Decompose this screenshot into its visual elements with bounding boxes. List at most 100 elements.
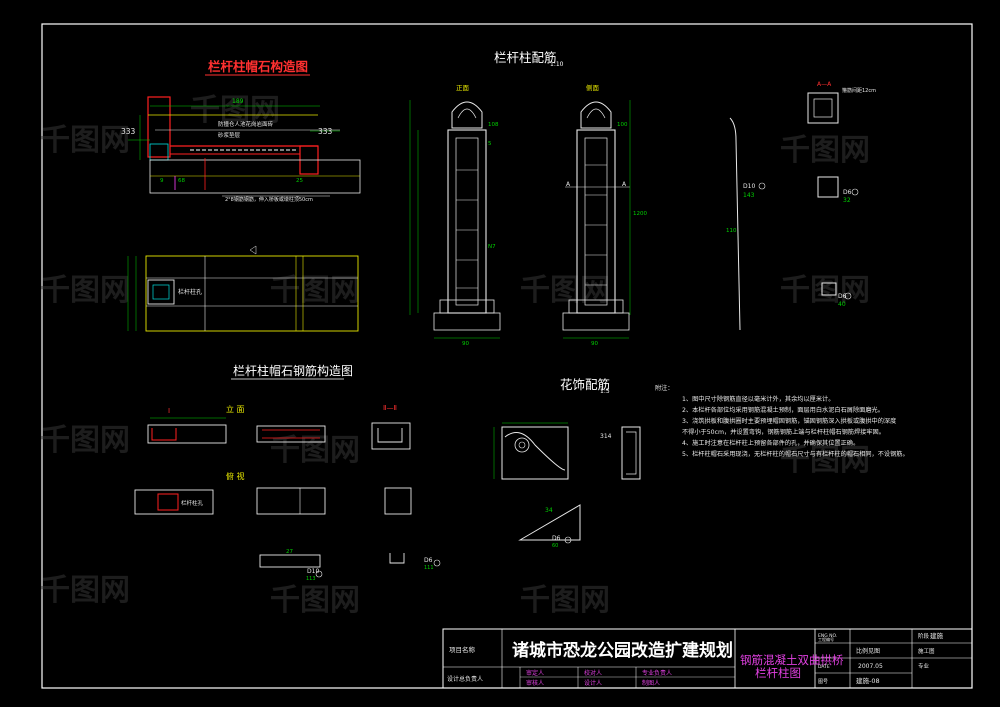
cap-rebar-111: 111: [424, 565, 434, 571]
title-ornament-rebar: 花饰配筋: [560, 377, 610, 392]
title-post-rebar-scale: 1:10: [550, 61, 564, 68]
watermark-layer: 千图网 千图网 千图网 千图网 千图网 千图网 千图网 千图网 千图网 千图网 …: [40, 93, 870, 618]
watermark-8: 千图网: [270, 583, 360, 618]
tb-sheet-no-label: 工程编号: [818, 636, 834, 642]
tb-project-name: 诸城市恐龙公园改造扩建规划: [512, 640, 733, 661]
title-ornament-scale: 1:5: [600, 388, 610, 395]
rebar-32-label: 32: [843, 197, 851, 204]
post-front-dim-108: 108: [488, 122, 499, 128]
cap-label-mid: 砂浆垫层: [218, 131, 241, 139]
notes-item-4: 不得小于50cm，并设置弯钩，钢筋钢筋上端与栏杆柱帽石钢筋焊接牢固。: [682, 428, 885, 436]
notes-item-3: 3、浇筑拱板和腹拱圈时主要预埋帽固钢筋，锚固钢筋深入拱板或腹拱中的深度: [682, 417, 896, 425]
post-side-view: [562, 100, 631, 339]
tb-discipline-value: 建施: [930, 631, 944, 640]
cap-plan-diagram: [127, 245, 359, 332]
tb-stage-label: 阶段: [918, 632, 930, 640]
notes-block: 附注： 1、图中尺寸除钢筋直径以毫米计外，其余均以厘米计。 2、本栏杆各部位均采…: [655, 384, 909, 458]
tb-approver-label: 审定人: [526, 669, 544, 677]
watermark-13: 千图网: [780, 443, 870, 478]
cap-rebar-plan-label: 俯 视: [226, 471, 245, 481]
post-front-n7: N7: [488, 244, 496, 250]
notes-item-2: 2、本栏杆各部位均采用钢筋混凝土预制，面层用白水泥白石屑除面磨光。: [682, 406, 884, 414]
cap-rebar-d6: D6: [424, 557, 433, 564]
watermark-2: 千图网: [190, 93, 280, 128]
tb-reviewer-label: 审核人: [526, 679, 544, 687]
cap-dim-189: 189: [232, 98, 244, 105]
notes-item-1: 1、图中尺寸除钢筋直径以毫米计外，其余均以厘米计。: [682, 395, 834, 403]
cap-dim-68: 68: [178, 178, 185, 184]
post-side-dim-1200: 1200: [633, 211, 647, 217]
notes-heading: 附注：: [655, 384, 674, 392]
rebar-143-label: 143: [743, 192, 755, 199]
ornament-dim-34: 34: [545, 507, 553, 514]
post-front-dim-90: 90: [462, 341, 469, 347]
post-side-sec-a-right: A: [622, 181, 627, 188]
post-side-view-label: 侧面: [586, 83, 600, 92]
cap-dim-9: 9: [160, 178, 164, 184]
tb-drawing-title-2: 栏杆柱图: [755, 666, 801, 680]
notes-item-5: 4、施工时注意在栏杆柱上预留各部件的孔，并确保其位置正确。: [682, 439, 859, 447]
rebar-d6a-label: D6: [843, 189, 852, 196]
watermark-5: 千图网: [40, 423, 130, 458]
ornament-diagrams: [493, 422, 641, 544]
ornament-dim-314: 314: [600, 433, 612, 440]
ornament-d6: D6: [552, 535, 561, 542]
tb-proj-no-label: ENG NO.: [818, 633, 837, 639]
title-cap-rebar: 栏杆柱帽石钢筋构造图: [233, 363, 353, 378]
section-aa-label: A—A: [817, 81, 832, 88]
cap-rebar-section-2-label: Ⅱ—Ⅱ: [383, 404, 397, 412]
cap-right-dim: 333: [318, 127, 333, 136]
cap-rebar-113: 113: [306, 576, 316, 582]
title-post-rebar: 栏杆柱配筋: [494, 50, 557, 65]
cap-rebar-dim-27: 27: [286, 549, 293, 555]
post-rebar-details: [729, 92, 859, 331]
tb-date: 2007.05: [858, 663, 883, 670]
watermark-1: 千图网: [40, 123, 130, 158]
watermark-6: 千图网: [270, 433, 360, 468]
notes-item-6: 5、栏杆柱帽石采用现浇，无栏杆柱的帽石尺寸与有栏杆柱的帽石相同，不设钢筋。: [682, 450, 909, 458]
cap-rebar-diagrams: [134, 417, 441, 578]
watermark-11: 千图网: [780, 133, 870, 168]
cap-rebar-d10: D10: [307, 568, 319, 575]
watermark-3: 千图网: [40, 273, 130, 308]
tb-checker-label: 校对人: [584, 669, 602, 677]
watermark-4: 千图网: [270, 273, 360, 308]
cap-plan-hole-label: 栏杆柱孔: [178, 288, 202, 296]
rebar-40-label: 40: [838, 301, 846, 308]
cap-post-outline: [147, 96, 171, 158]
watermark-10: 千图网: [780, 273, 870, 308]
post-side-dim-90: 90: [591, 341, 598, 347]
cap-dim-25: 25: [296, 178, 303, 184]
cap-left-dim: 333: [121, 127, 136, 136]
cap-rebar-section-1-label: Ⅰ: [168, 407, 170, 415]
watermark-12: 千图网: [520, 583, 610, 618]
tb-design-lead-label: 设计总负责人: [447, 675, 483, 683]
tb-specialty-lead-label: 专业负责人: [642, 669, 672, 677]
tb-stage-value: 施工图: [918, 647, 935, 655]
tb-drawing-no-label: 图号: [818, 679, 828, 685]
cap-rebar-plan-hole-label: 栏杆柱孔: [181, 499, 204, 507]
post-front-view-label: 正面: [456, 84, 470, 92]
tb-project-name-label: 项目名称: [449, 645, 476, 654]
post-front-view: [409, 100, 501, 339]
tb-drafter-label: 制图人: [642, 679, 660, 687]
tb-discipline-label: 专业: [918, 662, 930, 670]
cap-label-top: 防撞仓人池花岗岩面砖: [218, 120, 274, 128]
tb-drawing-title-1: 钢筋混凝土双曲拱桥: [740, 653, 844, 667]
post-side-dim-100: 100: [617, 122, 628, 128]
cap-structure-diagram: [128, 96, 361, 197]
watermark-7: 千图网: [40, 573, 130, 608]
tb-date-label: DATE: [818, 664, 830, 670]
post-front-dim-5: 5: [488, 141, 492, 147]
rebar-d10-label: D10: [743, 183, 755, 190]
title-cap-structure: 栏杆柱帽石构造图: [208, 59, 308, 74]
rebar-110-label: 110: [726, 228, 737, 234]
tb-designer-label: 设计人: [584, 679, 602, 687]
section-aa-note: 箍筋间距12cm: [842, 87, 876, 94]
cap-label-bottom: 2°8钢筋钢筋，伸入桥板或墩柱顶50cm: [225, 196, 313, 203]
rebar-d6b-label: D6: [838, 293, 847, 300]
post-side-sec-a-left: A: [566, 181, 571, 188]
cap-rebar-elevation-label: 立 面: [226, 404, 245, 414]
tb-scale-label: 比例见图: [856, 647, 880, 655]
